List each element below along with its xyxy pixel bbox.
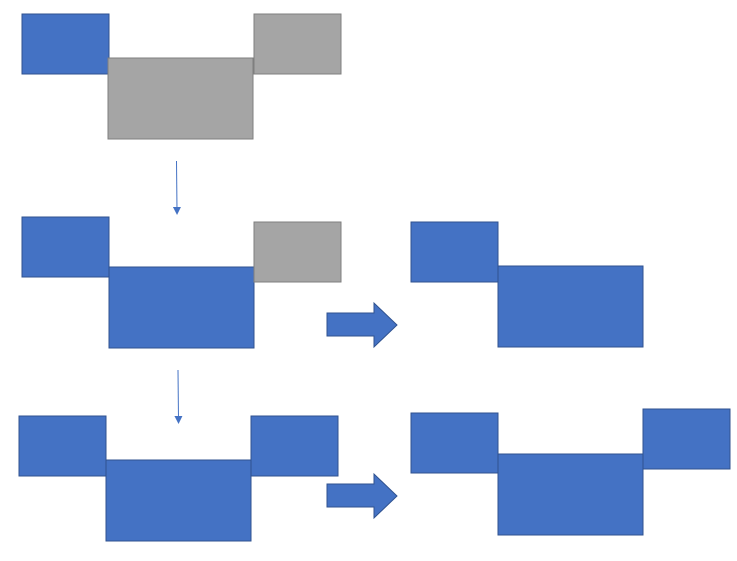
block-middle (107, 57, 254, 140)
block-right (253, 221, 342, 283)
result-2 (410, 221, 644, 348)
block-left (18, 415, 107, 477)
state-3 (18, 415, 339, 542)
block-arrow-right-1 (326, 301, 398, 349)
block-right (250, 415, 339, 477)
state-2 (21, 216, 342, 349)
result-block-right (642, 408, 731, 470)
block-middle (108, 266, 255, 349)
block-right (253, 13, 342, 75)
block-arrow-right-2 (326, 472, 398, 520)
result-block-middle (497, 265, 644, 348)
block-left (21, 13, 110, 75)
state-1 (21, 13, 342, 140)
down-arrow-1 (172, 160, 181, 215)
block-left (21, 216, 110, 278)
down-arrow-2 (174, 369, 183, 424)
result-block-middle (497, 453, 644, 536)
result-block-left (410, 412, 499, 474)
block-middle (105, 459, 252, 542)
result-3 (410, 408, 731, 536)
result-block-left (410, 221, 499, 283)
